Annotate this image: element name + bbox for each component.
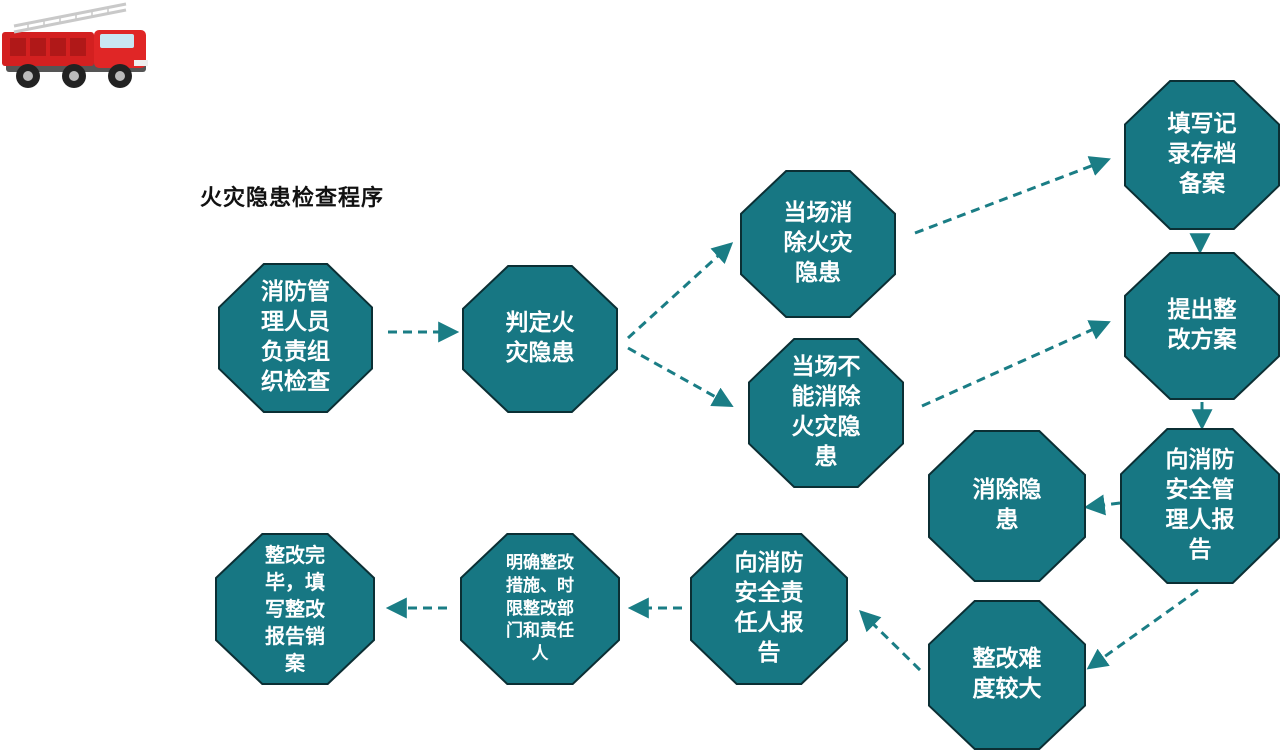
node-label: 整改难 度较大 [972, 646, 1042, 702]
node-label: 判定火 灾隐患 [505, 310, 575, 366]
node-label: 消防管 理人员 负责组 织检查 [261, 279, 330, 395]
node-label: 向消防 安全管 理人报 告 [1165, 447, 1235, 563]
node-rectification-complete: 整改完 毕，填 写整改 报告销 案 [217, 535, 373, 683]
arrow-determine-to-eliminate [626, 242, 734, 340]
node-report-to-responsible: 向消防 安全责 任人报 告 [692, 535, 846, 683]
arrow-report-manager-to-difficult [1086, 588, 1199, 670]
node-label: 当场消 除火灾 隐患 [783, 200, 853, 286]
arrow-report-manager-to-eliminate [1083, 494, 1121, 516]
node-organize-inspection: 消防管 理人员 负责组 织检查 [220, 265, 371, 411]
diagram-title: 火灾隐患检查程序 [200, 186, 385, 211]
arrow-determine-to-cannot [627, 346, 734, 408]
node-difficult-rectification: 整改难 度较大 [930, 602, 1084, 748]
node-label: 填写记 录存档 备案 [1167, 111, 1237, 197]
arrow-difficult-to-report-responsible [859, 610, 922, 672]
node-label: 明确整改 措施、时 限整改部 门和责任 人 [506, 552, 574, 665]
node-eliminate-hazard: 消除隐 患 [930, 432, 1084, 580]
node-label: 整改完 毕，填 写整改 报告销 案 [265, 542, 325, 675]
node-label: 当场不 能消除 火灾隐 患 [791, 354, 861, 470]
node-label: 提出整 改方案 [1167, 297, 1237, 353]
arrow-eliminate-to-record [914, 156, 1111, 235]
fire-truck-icon [2, 2, 148, 88]
arrow-cannot-to-propose [921, 320, 1111, 408]
node-label: 消除隐 患 [972, 477, 1042, 533]
node-determine-hazard: 判定火 灾隐患 [464, 267, 616, 411]
node-record-archive: 填写记 录存档 备案 [1126, 82, 1278, 228]
node-eliminate-onsite: 当场消 除火灾 隐患 [742, 172, 894, 316]
node-cannot-eliminate-onsite: 当场不 能消除 火灾隐 患 [750, 340, 902, 486]
node-label: 向消防 安全责 任人报 告 [734, 550, 804, 666]
node-clarify-measures: 明确整改 措施、时 限整改部 门和责任 人 [462, 535, 618, 683]
node-report-to-manager: 向消防 安全管 理人报 告 [1122, 430, 1278, 582]
node-propose-plan: 提出整 改方案 [1126, 254, 1278, 398]
